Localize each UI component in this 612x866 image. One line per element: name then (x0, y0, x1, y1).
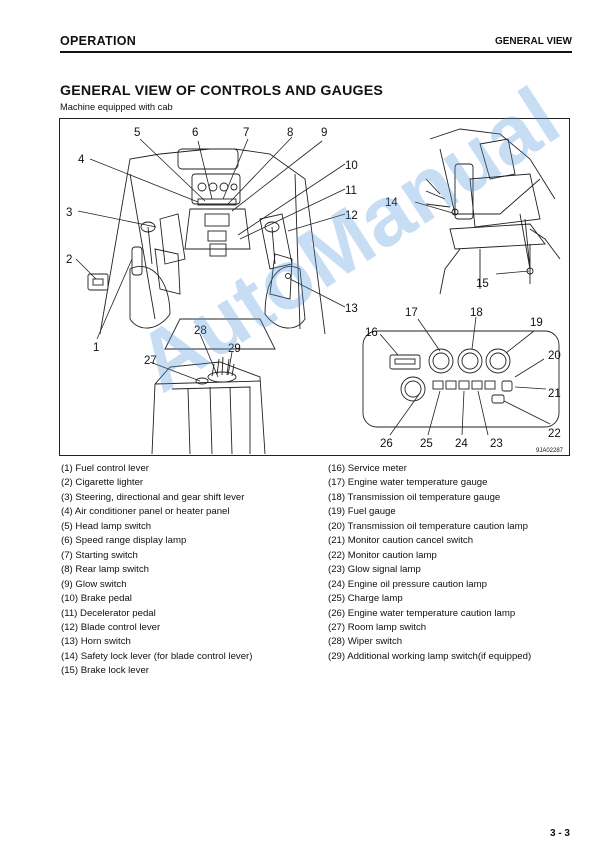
callout-24: 24 (455, 438, 468, 450)
legend-item: (18) Transmission oil temperature gauge (328, 491, 501, 503)
callout-27: 27 (144, 355, 157, 367)
callout-25: 25 (420, 438, 433, 450)
legend-item: (11) Decelerator pedal (61, 607, 156, 619)
callout-12: 12 (345, 210, 358, 222)
header-section: OPERATION (60, 34, 137, 48)
legend-item: (12) Blade control lever (61, 621, 161, 633)
legend-item: (4) Air conditioner panel or heater pane… (61, 506, 230, 518)
callout-13: 13 (345, 303, 358, 315)
legend-item: (15) Brake lock lever (61, 665, 149, 677)
legend-item: (7) Starting switch (61, 549, 138, 561)
legend-item: (20) Transmission oil temperature cautio… (328, 520, 528, 532)
page-header: OPERATION GENERAL VIEW (60, 33, 572, 53)
callout-10: 10 (345, 160, 358, 172)
callout-11: 11 (345, 185, 357, 197)
legend-item: (29) Additional working lamp switch(if e… (328, 650, 532, 662)
controls-figure: 4 5 6 7 8 9 10 11 12 3 2 1 13 14 15 16 1… (59, 118, 570, 456)
callout-29: 29 (228, 343, 241, 355)
callout-15: 15 (476, 278, 489, 290)
legend-item: (21) Monitor caution cancel switch (328, 535, 474, 547)
legend-item: (22) Monitor caution lamp (328, 549, 437, 561)
callout-21: 21 (548, 388, 561, 400)
legend-item: (24) Engine oil pressure caution lamp (328, 578, 487, 590)
callout-26: 26 (380, 438, 393, 450)
callout-16: 16 (365, 327, 378, 339)
page-number: 3 - 3 (549, 828, 570, 839)
callout-17: 17 (405, 307, 418, 319)
callout-19: 19 (530, 317, 543, 329)
legend-item: (14) Safety lock lever (for blade contro… (61, 650, 253, 662)
legend-item: (26) Engine water temperature caution la… (328, 607, 516, 619)
legend-item: (25) Charge lamp (328, 593, 403, 605)
callout-4: 4 (78, 154, 85, 166)
callout-8: 8 (287, 127, 293, 139)
page-subtitle: Machine equipped with cab (60, 102, 173, 112)
callout-18: 18 (470, 307, 483, 319)
callout-28: 28 (194, 325, 207, 337)
controls-illustration: 4 5 6 7 8 9 10 11 12 3 2 1 13 14 15 16 1… (66, 127, 564, 455)
legend-item: (1) Fuel control lever (61, 463, 149, 474)
callout-5: 5 (134, 127, 140, 139)
callout-9: 9 (321, 127, 327, 139)
figure-code: 9JA02287 (536, 448, 564, 454)
legend-item: (6) Speed range display lamp (61, 535, 187, 547)
legend-left: (1) Fuel control lever (2) Cigarette lig… (61, 462, 252, 679)
callout-22: 22 (548, 428, 561, 440)
legend-item: (27) Room lamp switch (328, 621, 427, 633)
legend-item: (13) Horn switch (61, 636, 131, 648)
legend-item: (28) Wiper switch (328, 636, 403, 648)
legend-item: (16) Service meter (328, 463, 407, 474)
legend-item: (3) Steering, directional and gear shift… (61, 491, 245, 503)
legend-item: (8) Rear lamp switch (61, 564, 149, 576)
callout-1: 1 (93, 342, 99, 354)
callout-23: 23 (490, 438, 503, 450)
page-title: GENERAL VIEW OF CONTROLS AND GAUGES (60, 83, 384, 99)
callout-3: 3 (66, 207, 72, 219)
legend-right: (16) Service meter (17) Engine water tem… (328, 462, 531, 664)
legend-item: (23) Glow signal lamp (328, 564, 421, 576)
callout-6: 6 (192, 127, 198, 139)
legend-item: (10) Brake pedal (61, 593, 132, 605)
legend-item: (2) Cigarette lighter (61, 477, 144, 489)
callout-2: 2 (66, 254, 72, 266)
legend-item: (5) Head lamp switch (61, 520, 152, 532)
legend-item: (17) Engine water temperature gauge (328, 477, 488, 489)
header-topic: GENERAL VIEW (494, 36, 572, 47)
legend-item: (9) Glow switch (61, 578, 127, 590)
callout-7: 7 (243, 127, 249, 139)
callout-20: 20 (548, 350, 561, 362)
callout-14: 14 (385, 197, 398, 209)
legend-item: (19) Fuel gauge (328, 506, 396, 518)
